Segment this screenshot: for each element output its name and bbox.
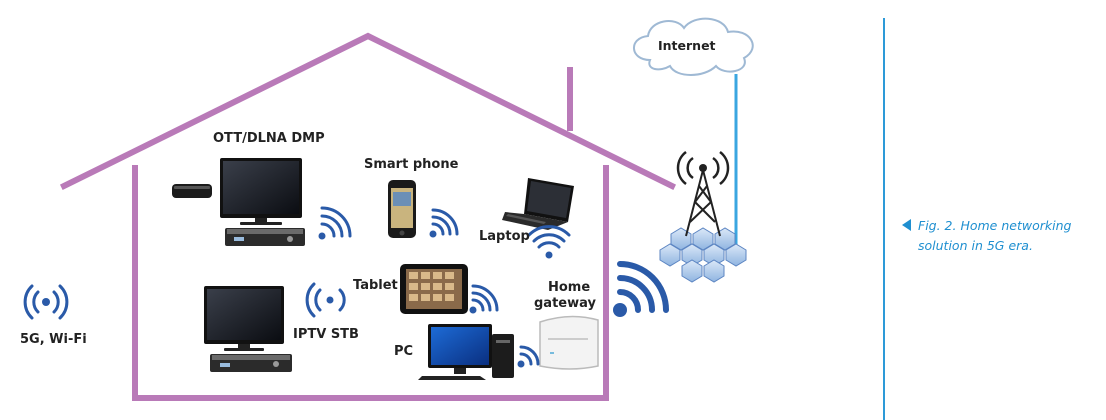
- internet-label: Internet: [658, 38, 716, 53]
- iptv-tv-icon: [204, 286, 284, 351]
- home-gateway-label-line2: gateway: [534, 296, 596, 311]
- caption-divider: [883, 18, 885, 420]
- caption-arrow-icon: [902, 219, 911, 231]
- wifi-signal-pc-icon: [517, 345, 540, 368]
- internet-cloud-icon: [633, 17, 754, 76]
- smartphone-icon: [388, 180, 416, 238]
- ott-stb-icon: [225, 228, 305, 246]
- tablet-label: Tablet: [353, 278, 398, 293]
- pc-icon: [418, 324, 514, 380]
- ott-dlna-dmp-label: OTT/DLNA DMP: [213, 131, 325, 146]
- pc-label: PC: [394, 344, 414, 359]
- ott-stick-icon: [172, 184, 212, 198]
- iptv-stb-label: IPTV STB: [293, 327, 359, 342]
- ott-tv-icon: [220, 158, 302, 225]
- house-outline: [59, 32, 677, 401]
- figure-caption: Fig. 2. Home networking solution in 5G e…: [918, 218, 1072, 253]
- wifi-signal-gateway-icon: [613, 261, 669, 317]
- iptv-stb-icon: [210, 354, 292, 372]
- cell-tower-icon: [659, 151, 747, 283]
- laptop-label: Laptop: [479, 229, 530, 244]
- wifi-signal-iptv-icon: [305, 282, 346, 318]
- smartphone-label: Smart phone: [364, 157, 459, 172]
- laptop-icon: [502, 178, 574, 230]
- wifi-signal-laptop-icon: [527, 225, 571, 259]
- tablet-icon: [400, 264, 468, 314]
- 5g-wifi-label: 5G, Wi-Fi: [20, 332, 87, 347]
- home-gateway-icon: [539, 315, 599, 370]
- wifi-signal-ott-icon: [318, 206, 352, 240]
- wifi-signal-phone-icon: [429, 208, 459, 238]
- home-gateway-label-line1: Home: [548, 280, 591, 295]
- wifi-signal-tablet-icon: [469, 284, 499, 314]
- wifi-5g-signal-icon: [23, 284, 69, 320]
